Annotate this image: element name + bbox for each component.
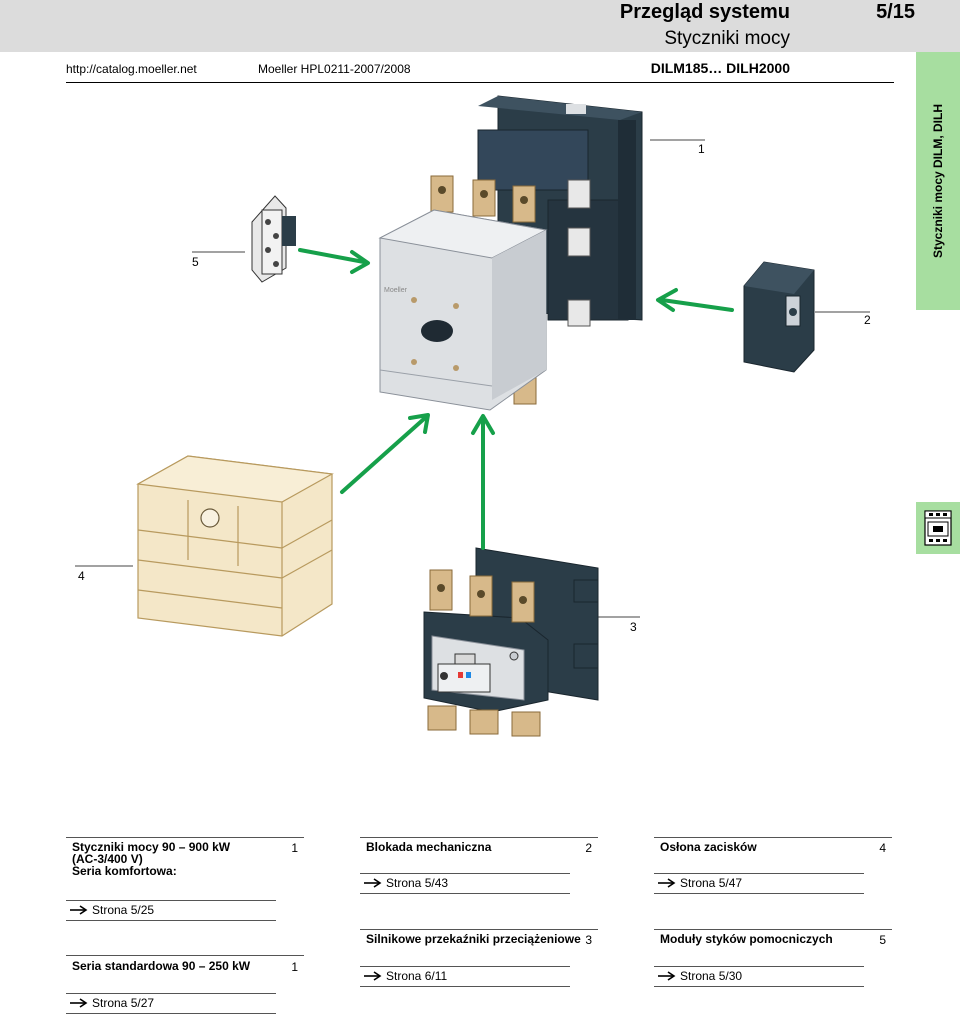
link-label: Strona 5/47 xyxy=(680,876,743,890)
link-strona-6-11[interactable]: Strona 6/11 xyxy=(364,969,447,983)
item-number: 4 xyxy=(879,841,886,855)
item-title-contactors: Styczniki mocy 90 – 900 kW (AC-3/400 V) … xyxy=(72,841,282,877)
item-number: 2 xyxy=(585,841,592,855)
row-rule xyxy=(66,920,276,921)
callout-2: 2 xyxy=(864,313,871,327)
page-title: Przegląd systemu xyxy=(619,1,790,23)
item-title-mechanical-interlock: Blokada mechaniczna xyxy=(366,840,492,854)
contactor-icon-graphic xyxy=(924,510,952,546)
arrow-right-icon xyxy=(658,878,676,888)
assembly-arrows xyxy=(298,248,734,550)
catalog-reference: Moeller HPL0211-2007/2008 xyxy=(258,62,411,76)
system-overview-illustration: Moeller xyxy=(75,95,870,737)
row-rule xyxy=(654,893,864,894)
arrow-right-icon xyxy=(364,878,382,888)
arrow-right-icon xyxy=(364,971,382,981)
arrow-right-icon xyxy=(70,905,88,915)
row-rule xyxy=(360,966,570,967)
row-rule xyxy=(360,929,598,930)
row-rule xyxy=(360,873,570,874)
link-strona-5-43[interactable]: Strona 5/43 xyxy=(364,876,448,890)
header-background xyxy=(0,0,960,52)
item-number: 1 xyxy=(291,841,298,855)
item-title-auxiliary-contacts: Moduły styków pomocniczych xyxy=(660,932,833,946)
row-rule xyxy=(360,837,598,838)
link-strona-5-47[interactable]: Strona 5/47 xyxy=(658,876,742,890)
row-rule xyxy=(360,986,570,987)
item-number: 3 xyxy=(585,933,592,947)
item-title-overload-relays: Silnikowe przekaźniki przeciążeniowe xyxy=(366,932,581,946)
row-rule xyxy=(360,893,570,894)
mechanical-interlock xyxy=(743,261,815,373)
item-title-line: (AC-3/400 V) xyxy=(72,852,143,866)
link-strona-5-27[interactable]: Strona 5/27 xyxy=(70,996,154,1010)
link-label: Strona 5/27 xyxy=(92,996,155,1010)
auxiliary-contact-module xyxy=(251,195,296,283)
item-title-line: Styczniki mocy 90 – 900 kW xyxy=(72,840,231,854)
row-rule xyxy=(66,955,304,956)
item-number: 1 xyxy=(291,960,298,974)
contactor-icon[interactable] xyxy=(916,502,960,554)
section-tab[interactable] xyxy=(916,52,960,310)
row-rule xyxy=(66,993,276,994)
row-rule xyxy=(66,900,276,901)
link-label: Strona 5/25 xyxy=(92,903,155,917)
row-rule xyxy=(654,873,864,874)
terminal-cover xyxy=(136,455,334,637)
row-rule xyxy=(66,1013,276,1014)
section-tab-label: Styczniki mocy DILM, DILH xyxy=(931,103,945,259)
arrow-right-icon xyxy=(658,971,676,981)
page-number: 5/15 xyxy=(876,1,915,23)
link-strona-5-30[interactable]: Strona 5/30 xyxy=(658,969,742,983)
page-subtitle: Styczniki mocy xyxy=(664,28,790,49)
product-range: DILM185… DILH2000 xyxy=(650,60,790,76)
arrow-right-icon xyxy=(70,998,88,1008)
callout-3: 3 xyxy=(630,620,637,634)
row-rule xyxy=(654,929,892,930)
header-rule xyxy=(66,82,894,83)
row-rule xyxy=(654,837,892,838)
link-label: Strona 5/30 xyxy=(680,969,743,983)
link-label: Strona 6/11 xyxy=(386,969,448,983)
row-rule xyxy=(654,966,864,967)
link-strona-5-25[interactable]: Strona 5/25 xyxy=(70,903,154,917)
overload-relay xyxy=(423,547,599,737)
item-title-line: Seria komfortowa: xyxy=(72,864,177,878)
moeller-logo-mark: Moeller xyxy=(384,287,408,294)
catalog-url-link[interactable]: http://catalog.moeller.net xyxy=(66,62,197,76)
item-number: 5 xyxy=(879,933,886,947)
item-title-standard-series: Seria standardowa 90 – 250 kW xyxy=(72,959,251,973)
row-rule xyxy=(654,986,864,987)
link-label: Strona 5/43 xyxy=(386,876,449,890)
callout-5: 5 xyxy=(192,255,199,269)
row-rule xyxy=(66,837,304,838)
power-contactor: Moeller xyxy=(378,95,643,411)
callout-4: 4 xyxy=(78,569,85,583)
section-tab-label-wrap: Styczniki mocy DILM, DILH xyxy=(916,52,960,310)
callout-1: 1 xyxy=(698,142,705,156)
item-title-terminal-cover: Osłona zacisków xyxy=(660,840,757,854)
